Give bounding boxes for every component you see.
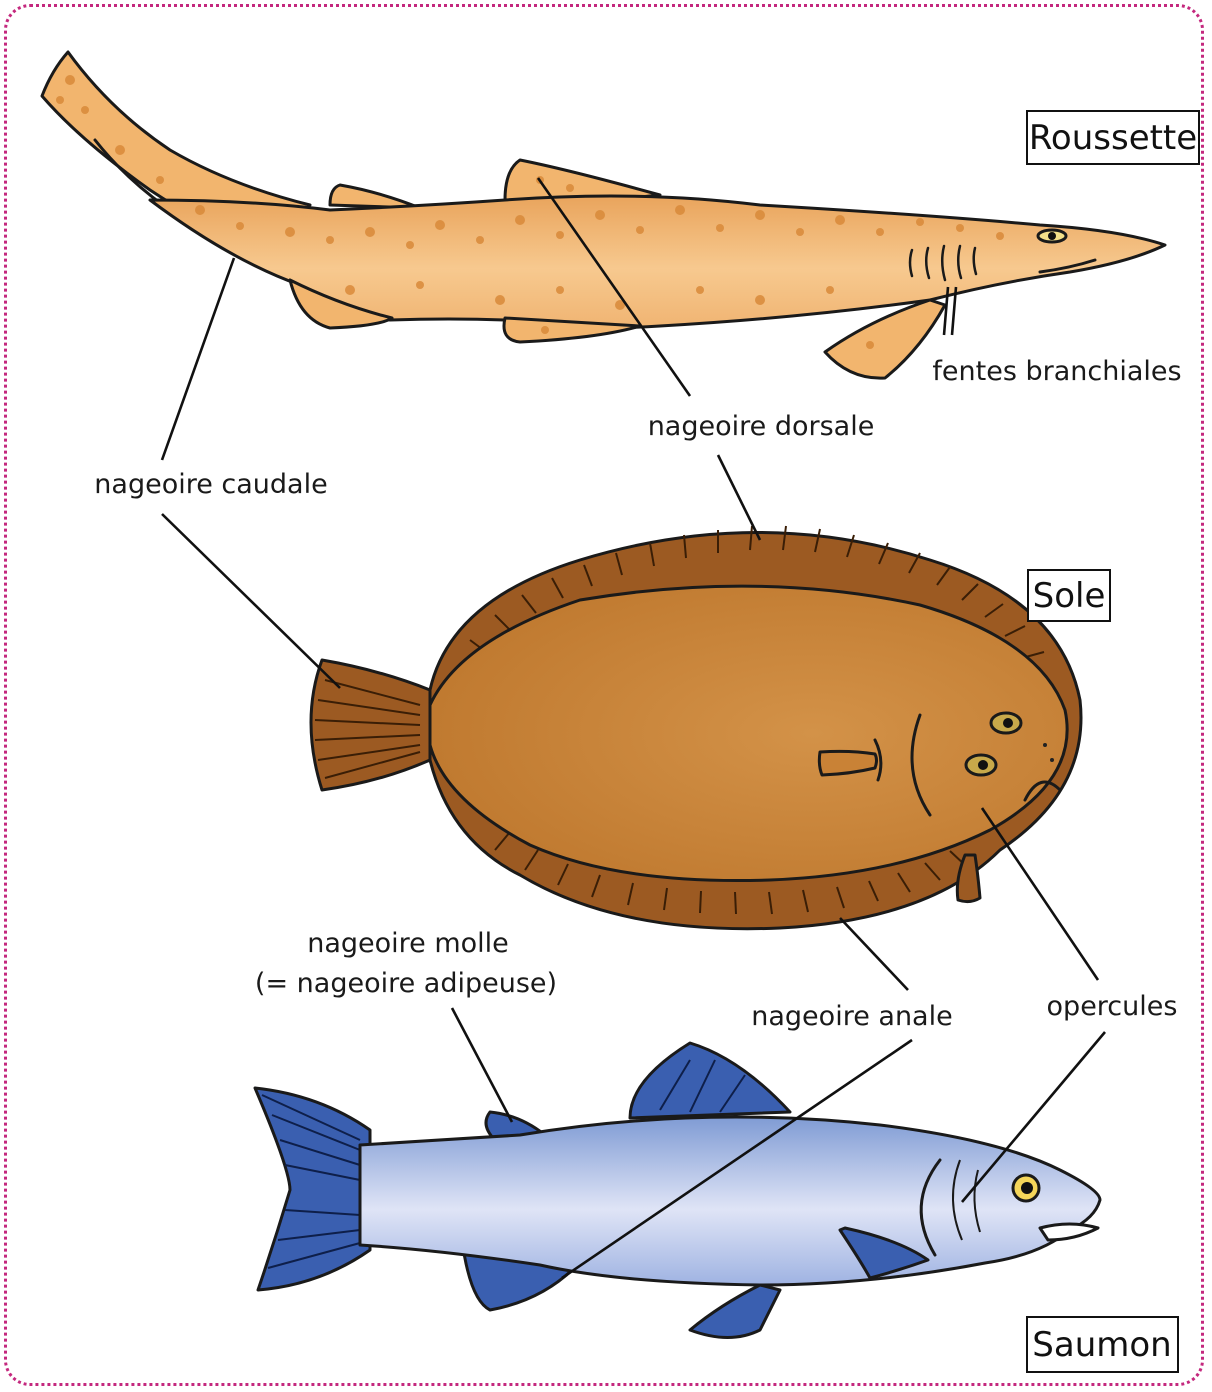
shark-dorsal-fin [505,160,660,200]
salmon-dorsal-fin [630,1043,790,1118]
sole-body [430,586,1067,880]
label-nageoire-molle: nageoire molle [307,928,509,959]
species-name-sole: Sole [1033,576,1106,616]
species-name-roussette: Roussette [1029,118,1197,158]
label-fentes-branchiales: fentes branchiales [932,356,1181,387]
label-nageoire-caudale: nageoire caudale [94,469,327,500]
label-nageoire-adipeuse: (= nageoire adipeuse) [255,968,557,999]
label-box-saumon: Saumon [1027,1317,1178,1372]
label-nageoire-anale: nageoire anale [751,1001,952,1032]
species-name-saumon: Saumon [1032,1325,1171,1365]
sole-illustration [311,526,1081,929]
label-box-sole: Sole [1028,570,1110,621]
roussette-illustration [42,52,1165,378]
label-box-roussette: Roussette [1027,111,1199,164]
label-opercules: opercules [1047,991,1178,1022]
label-nageoire-dorsale: nageoire dorsale [648,411,875,442]
